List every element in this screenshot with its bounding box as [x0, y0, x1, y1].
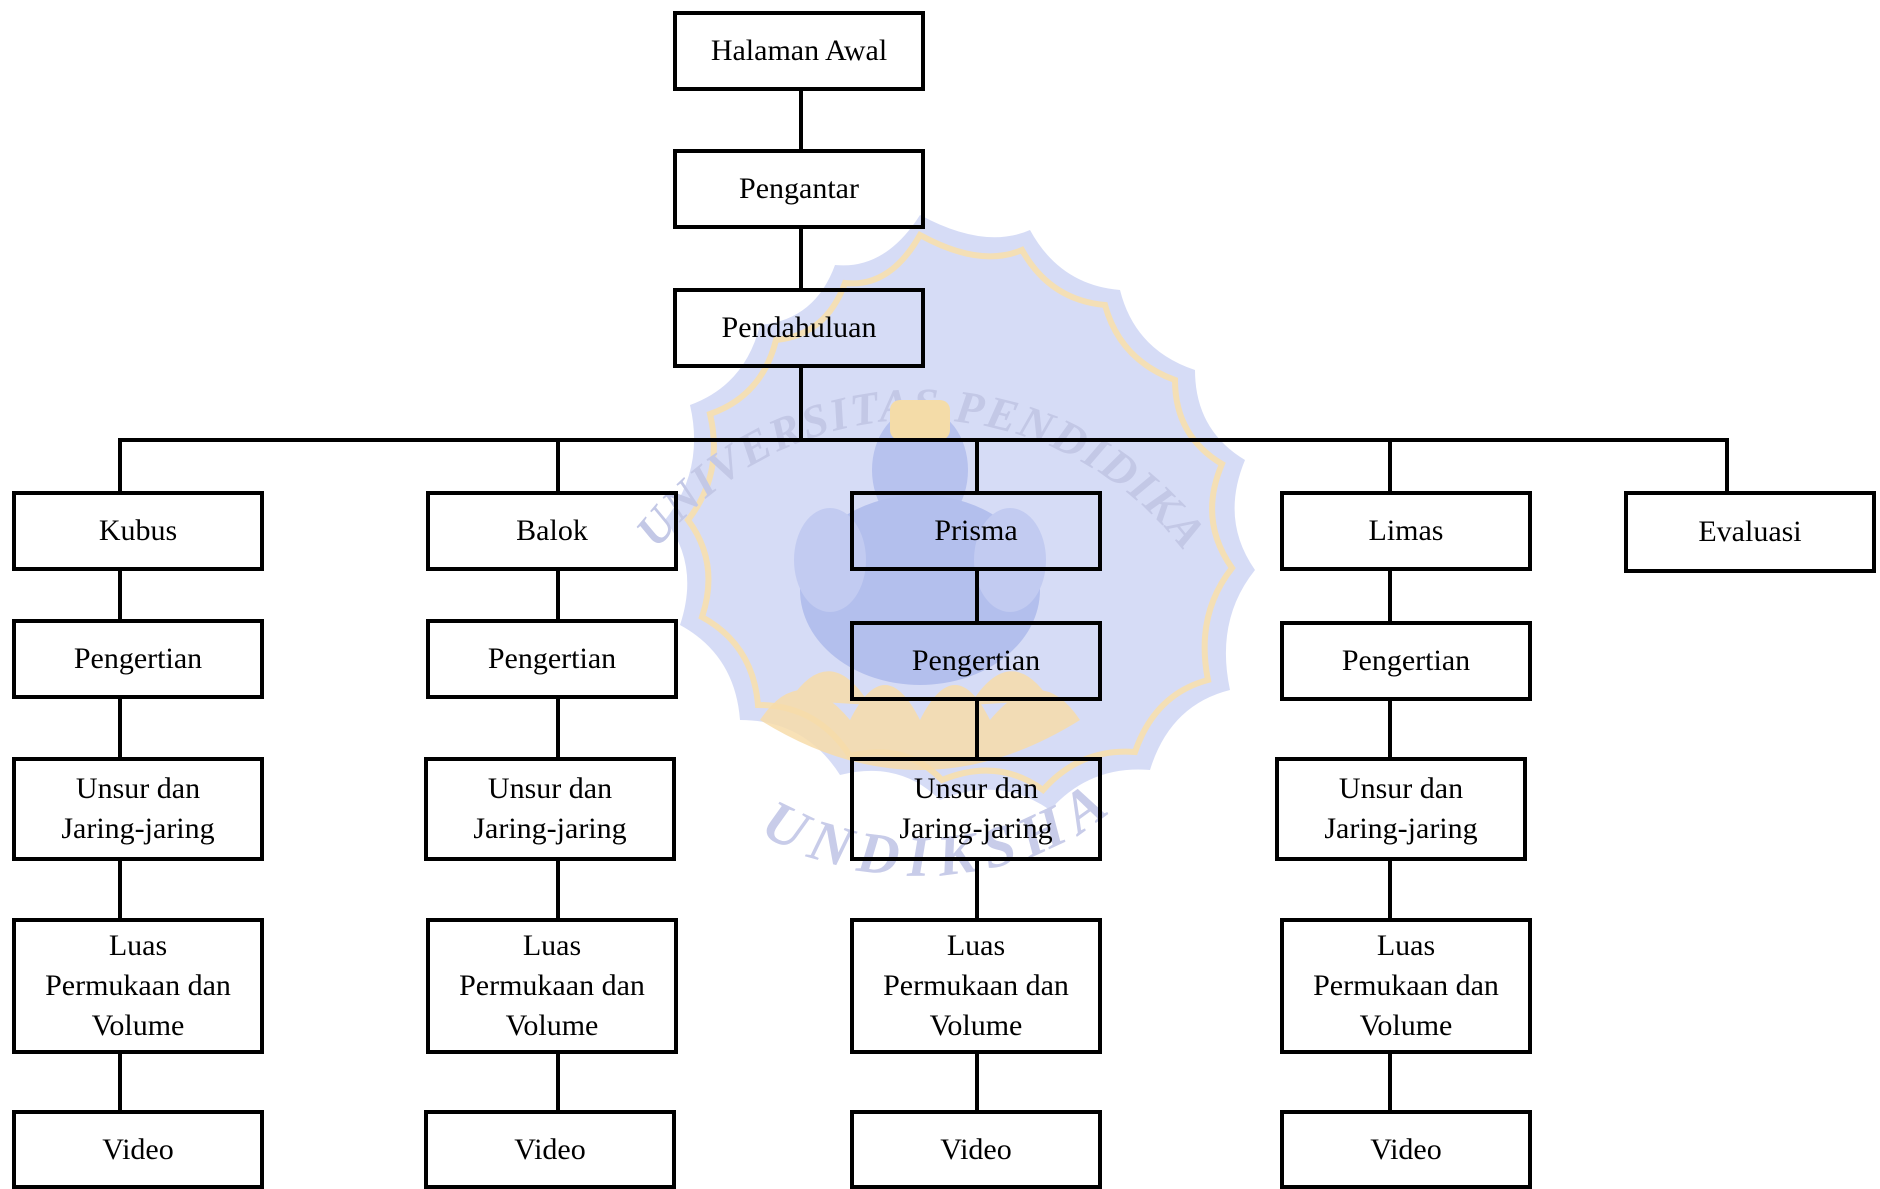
- node-balok-pengertian[interactable]: Pengertian: [426, 619, 678, 699]
- node-limas-pengertian[interactable]: Pengertian: [1280, 621, 1532, 701]
- node-limas-unsur[interactable]: Unsur dan Jaring-jaring: [1275, 757, 1527, 861]
- node-balok-luas[interactable]: Luas Permukaan dan Volume: [426, 918, 678, 1054]
- node-balok[interactable]: Balok: [426, 491, 678, 571]
- node-limas-video[interactable]: Video: [1280, 1110, 1532, 1189]
- logo-figure: [794, 400, 1046, 685]
- node-pengantar[interactable]: Pengantar: [673, 149, 925, 229]
- node-prisma[interactable]: Prisma: [850, 491, 1102, 571]
- node-prisma-video[interactable]: Video: [850, 1110, 1102, 1189]
- node-kubus-pengertian[interactable]: Pengertian: [12, 619, 264, 699]
- node-balok-video[interactable]: Video: [424, 1110, 676, 1189]
- node-kubus[interactable]: Kubus: [12, 491, 264, 571]
- node-prisma-luas[interactable]: Luas Permukaan dan Volume: [850, 918, 1102, 1054]
- node-prisma-unsur[interactable]: Unsur dan Jaring-jaring: [850, 757, 1102, 861]
- node-kubus-unsur[interactable]: Unsur dan Jaring-jaring: [12, 757, 264, 861]
- node-kubus-luas[interactable]: Luas Permukaan dan Volume: [12, 918, 264, 1054]
- node-prisma-pengertian[interactable]: Pengertian: [850, 621, 1102, 701]
- node-halaman-awal[interactable]: Halaman Awal: [673, 11, 925, 91]
- node-evaluasi[interactable]: Evaluasi: [1624, 491, 1876, 573]
- node-balok-unsur[interactable]: Unsur dan Jaring-jaring: [424, 757, 676, 861]
- node-limas-luas[interactable]: Luas Permukaan dan Volume: [1280, 918, 1532, 1054]
- node-pendahuluan[interactable]: Pendahuluan: [673, 288, 925, 368]
- node-kubus-video[interactable]: Video: [12, 1110, 264, 1189]
- node-limas[interactable]: Limas: [1280, 491, 1532, 571]
